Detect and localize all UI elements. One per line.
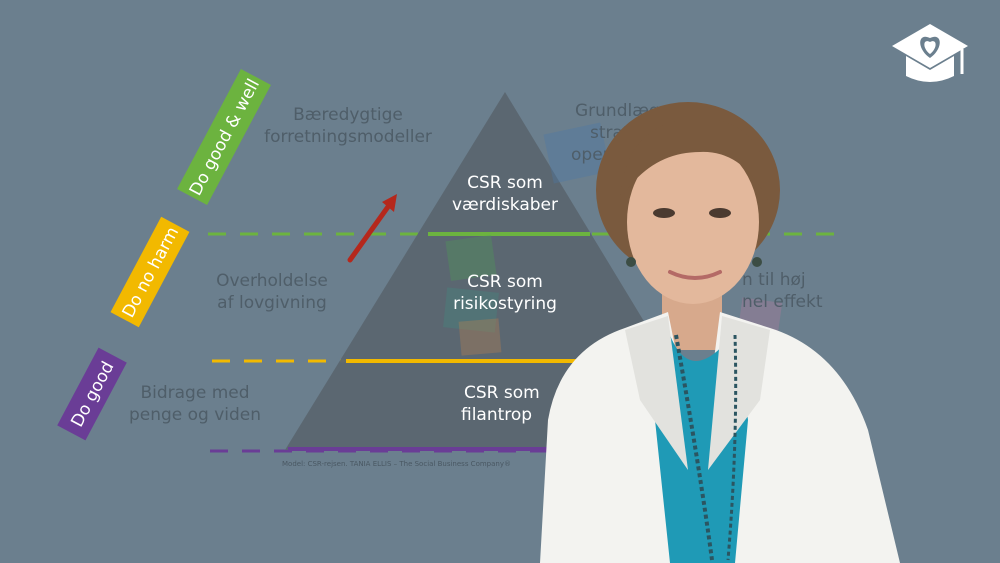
- presenter-earring-left: [626, 257, 636, 267]
- left-top-line1: Bæredygtige: [293, 105, 403, 125]
- pyramid-top-line2: værdiskaber: [452, 195, 558, 215]
- pyramid-top-line1: CSR som: [467, 173, 543, 193]
- bg-tile-blue: [543, 122, 611, 184]
- bg-tile-green: [445, 234, 497, 282]
- presenter-earring-right: [752, 257, 762, 267]
- right-mid-line1: n til høj: [742, 270, 806, 290]
- presenter-face: [627, 140, 759, 304]
- pyramid-mid-line2: risikostyring: [453, 294, 557, 314]
- heart-graduation-cap-icon: [892, 24, 968, 82]
- tag-do-no-harm: Do no harm: [110, 216, 190, 328]
- pyramid-mid-line1: CSR som: [467, 272, 543, 292]
- red-arrow-head: [382, 194, 397, 212]
- left-mid-line2: af lovgivning: [217, 293, 327, 313]
- presenter-mouth: [668, 270, 722, 280]
- model-credit: Model: CSR-rejsen. TANIA ELLIS – The Soc…: [282, 460, 511, 468]
- pyramid-bot-line2: filantrop: [461, 405, 532, 425]
- presenter-lapel-left: [625, 316, 688, 470]
- presenter-hair-fringe: [620, 118, 770, 205]
- presenter-necklace: [674, 334, 714, 561]
- presenter-eye-left: [653, 208, 675, 218]
- right-mid-line2: nel effekt: [742, 292, 823, 312]
- presenter-photo: [540, 102, 900, 563]
- bg-tile-teal: [443, 287, 499, 333]
- left-top-line2: forretningsmodeller: [264, 127, 432, 147]
- left-bot-line2: penge og viden: [129, 405, 261, 425]
- tag-do-good-well: Do good & well: [177, 68, 271, 206]
- left-mid-line1: Overholdelse: [216, 271, 328, 291]
- tag-do-good: Do good: [57, 347, 127, 441]
- presenter-lapel-right: [708, 316, 770, 470]
- left-bot-line1: Bidrage med: [140, 383, 249, 403]
- bg-tile-orange: [458, 318, 502, 356]
- pyramid-bot-line1: CSR som: [464, 383, 540, 403]
- presenter-eye-right: [709, 208, 731, 218]
- presenter-necklace-right: [726, 334, 738, 561]
- red-arrow-shaft: [347, 201, 393, 263]
- tag-do-good-well-label: Do good & well: [186, 76, 264, 199]
